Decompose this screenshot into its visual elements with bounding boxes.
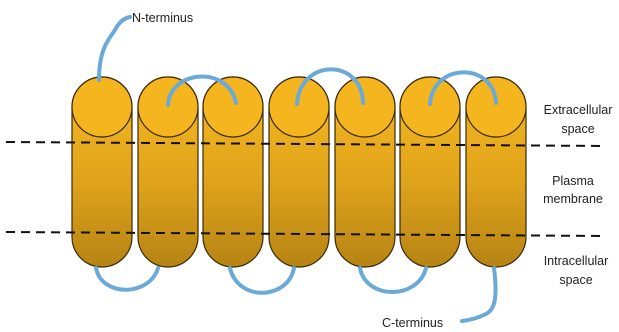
intracellular-loop-3 (360, 268, 426, 292)
c-terminus-tail (462, 268, 496, 321)
helix-1 (72, 77, 132, 267)
intracellular-label-line1: Intracellular (544, 254, 609, 268)
helix-4 (269, 77, 329, 267)
n-terminus-label: N-terminus (132, 11, 193, 25)
plasma-membrane-label: Plasma membrane (543, 174, 603, 206)
transmembrane-helices (72, 77, 526, 267)
extracellular-space-label: Extracellular space (544, 103, 613, 136)
membrane-label-line2: membrane (543, 192, 603, 206)
intracellular-label-line2: space (559, 273, 592, 287)
helix-3 (203, 77, 263, 267)
intracellular-loop-2 (230, 268, 294, 293)
n-terminus-tail (99, 17, 130, 80)
c-terminus-label: C-terminus (382, 316, 443, 330)
intracellular-space-label: Intracellular space (544, 254, 609, 287)
helix-5 (335, 77, 395, 267)
membrane-label-line1: Plasma (552, 174, 594, 188)
extracellular-label-line1: Extracellular (544, 103, 613, 117)
helix-7 (466, 77, 526, 267)
extracellular-label-line2: space (561, 122, 594, 136)
intracellular-loop-1 (96, 268, 158, 290)
